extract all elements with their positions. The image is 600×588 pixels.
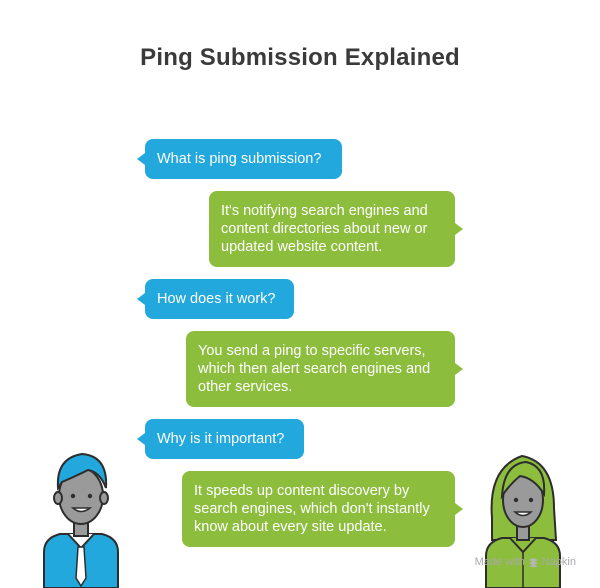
answer-line: You send a ping to specific servers,	[198, 343, 426, 359]
watermark: Made with Napkin	[475, 556, 576, 568]
question-text-3: Why is it important?	[157, 431, 285, 447]
watermark-napkin: Napkin	[541, 556, 576, 568]
answer-line: It speeds up content discovery by	[194, 483, 410, 499]
woman-icon	[485, 454, 561, 588]
answer-bubble-3: It speeds up content discovery by search…	[182, 471, 463, 547]
watermark-made-with: Made with	[474, 556, 525, 568]
answer-bubble-1: It's notifying search engines and conten…	[209, 191, 463, 267]
answer-line: which then alert search engines and	[198, 361, 431, 377]
answer-line: know about every site update.	[194, 519, 387, 535]
diagram-title: Ping Submission Explained	[140, 44, 460, 71]
man-icon	[43, 452, 119, 588]
question-bubble-1: What is ping submission?	[137, 139, 342, 179]
answer-text-3: It speeds up content discovery by search…	[194, 482, 430, 536]
answer-line: It's notifying search engines and	[221, 203, 428, 219]
answer-text-1: It's notifying search engines and conten…	[221, 202, 428, 256]
answer-line: content directories about new or	[221, 221, 428, 237]
answer-line: search engines, which don't instantly	[194, 501, 430, 517]
answer-text-2: You send a ping to specific servers, whi…	[198, 342, 430, 396]
answer-line: other services.	[198, 379, 293, 395]
question-bubble-2: How does it work?	[137, 279, 294, 319]
napkin-icon	[528, 557, 538, 567]
question-text-2: How does it work?	[157, 291, 276, 307]
question-text-1: What is ping submission?	[157, 151, 322, 167]
answer-bubble-2: You send a ping to specific servers, whi…	[186, 331, 463, 407]
answer-line: updated website content.	[221, 239, 383, 255]
question-bubble-3: Why is it important?	[137, 419, 304, 459]
